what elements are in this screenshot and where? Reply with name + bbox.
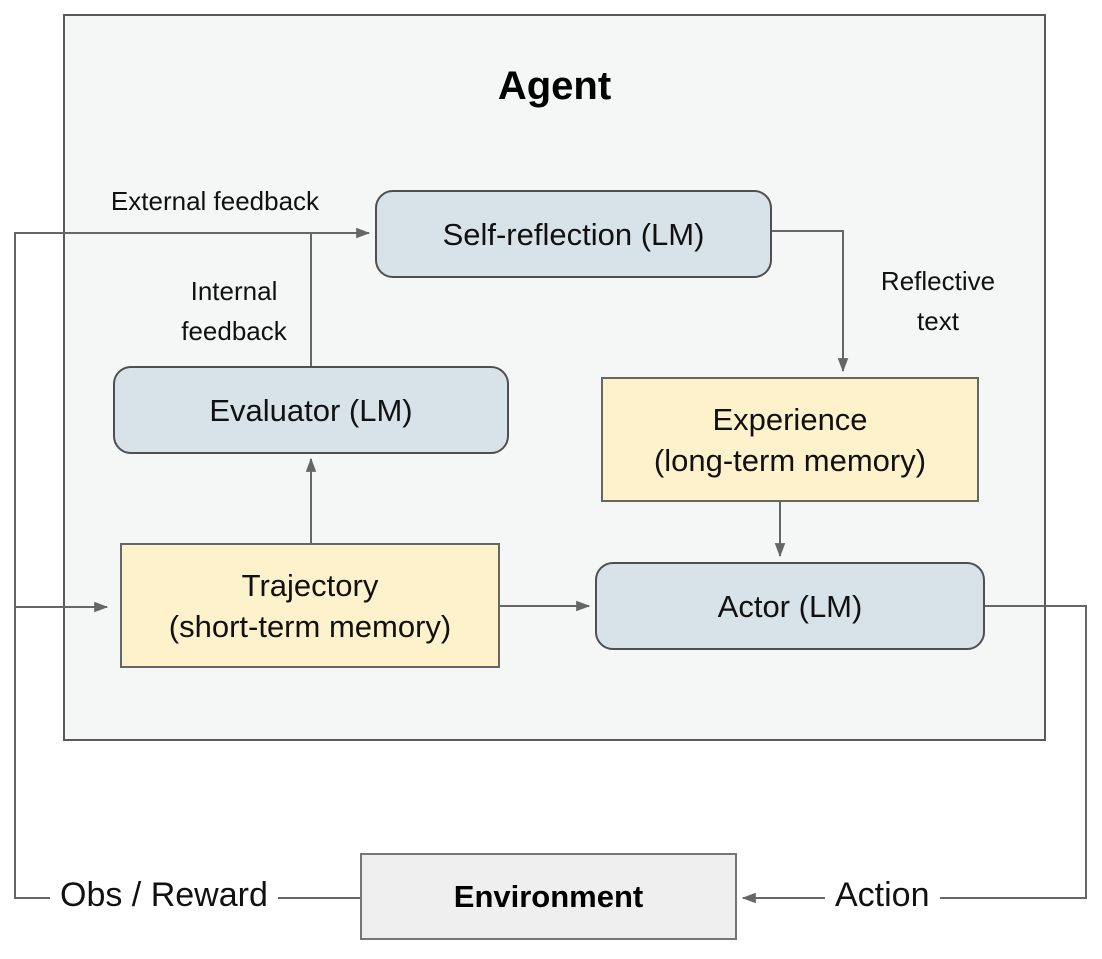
- trajectory-node: Trajectory (short-term memory): [120, 543, 500, 668]
- self-reflection-node: Self-reflection (LM): [375, 190, 772, 278]
- trajectory-label: Trajectory: [241, 567, 379, 603]
- action-label: Action: [825, 875, 940, 915]
- reflective-text-label: Reflective text: [880, 266, 996, 336]
- evaluator-node: Evaluator (LM): [113, 366, 509, 454]
- trajectory-sublabel: (short-term memory): [168, 608, 452, 644]
- environment-node: Environment: [360, 853, 737, 940]
- environment-label: Environment: [453, 879, 644, 914]
- experience-label: Experience: [712, 401, 868, 437]
- evaluator-label: Evaluator (LM): [209, 392, 413, 428]
- agent-title: Agent: [497, 64, 612, 108]
- experience-node: Experience (long-term memory): [601, 377, 979, 502]
- self-reflection-label: Self-reflection (LM): [442, 216, 705, 252]
- actor-label: Actor (LM): [717, 588, 863, 624]
- experience-sublabel: (long-term memory): [653, 442, 927, 478]
- edge-self-reflection-to-experience: [772, 230, 849, 373]
- external-feedback-label: External feedback: [110, 186, 320, 216]
- obs-reward-label: Obs / Reward: [50, 875, 278, 915]
- internal-feedback-label: Internal feedback: [181, 276, 287, 346]
- actor-node: Actor (LM): [595, 562, 985, 650]
